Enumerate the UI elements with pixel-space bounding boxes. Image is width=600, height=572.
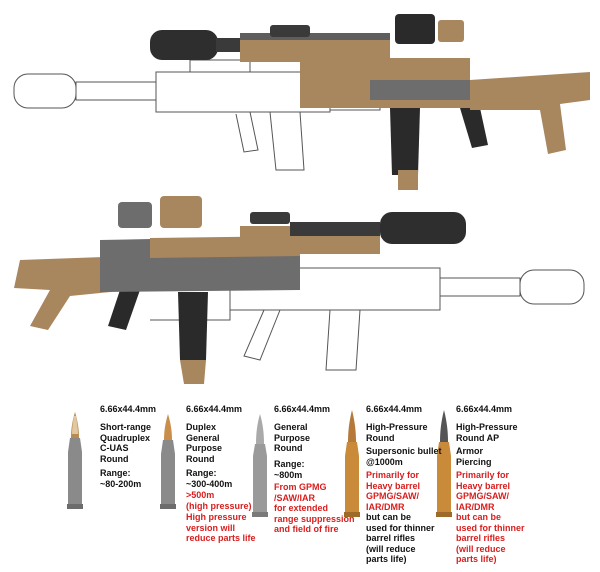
round-3-name: General Purpose Round xyxy=(274,422,311,453)
cartridge-4 xyxy=(344,410,360,517)
grip-top xyxy=(460,108,488,148)
optic-bottom xyxy=(160,196,202,228)
round-4-notes: Primarily for Heavy barrel GPMG/SAW/ IAR… xyxy=(366,470,421,512)
cartridge-row xyxy=(67,410,452,517)
stock-top xyxy=(470,72,590,154)
round-3-caliber: 6.66x44.4mm xyxy=(274,404,331,414)
round-5-notes: Primarily for Heavy barrel GPMG/SAW/ IAR… xyxy=(456,470,511,512)
round-4-caliber: 6.66x44.4mm xyxy=(366,404,423,414)
round-2-range: Range: ~300-400m xyxy=(186,468,233,489)
handguard-top xyxy=(240,40,390,62)
round-5-name: High-Pressure Round AP xyxy=(456,422,518,443)
round-2-notes: High pressure version will reduce parts … xyxy=(186,512,256,543)
round-4-notes-2: but can be used for thinner barrel rifle… xyxy=(366,512,435,564)
round-4-name: High-Pressure Round xyxy=(366,422,428,443)
rifle-illustration xyxy=(13,14,590,384)
suppressor-bottom xyxy=(380,212,466,244)
round-2-range-extra: >500m (high pressure) xyxy=(186,490,252,511)
round-3-range: Range: ~800m xyxy=(274,459,305,480)
round-1-name: Short-range Quadruplex C-UAS Round xyxy=(100,422,152,464)
round-5-notes-2: but can be used for thinner barrel rifle… xyxy=(456,512,525,564)
round-5-range: Armor Piercing xyxy=(456,446,492,467)
round-3-notes: From GPMG /SAW/IAR for extended range su… xyxy=(274,482,355,534)
cartridge-1 xyxy=(67,412,83,509)
round-2-name: Duplex General Purpose Round xyxy=(186,422,223,464)
round-1-range: Range: ~80-200m xyxy=(100,468,142,489)
rifle-top xyxy=(150,14,590,190)
round-2-caliber: 6.66x44.4mm xyxy=(186,404,243,414)
cartridge-2 xyxy=(160,414,176,509)
ghost-rifle-top xyxy=(13,59,381,171)
magazine-top xyxy=(390,108,420,175)
rifle-bottom xyxy=(14,196,466,384)
round-4-range: Supersonic bullet @1000m xyxy=(366,446,442,467)
grip-bottom xyxy=(108,290,140,330)
round-1-caliber: 6.66x44.4mm xyxy=(100,404,157,414)
optic-top xyxy=(395,14,435,44)
round-5-caliber: 6.66x44.4mm xyxy=(456,404,513,414)
cartridge-3 xyxy=(252,414,268,517)
cartridge-5 xyxy=(436,410,452,517)
suppressor-top xyxy=(150,30,218,60)
ghost-rifle-bottom xyxy=(150,267,585,371)
magazine-bottom xyxy=(178,292,208,360)
